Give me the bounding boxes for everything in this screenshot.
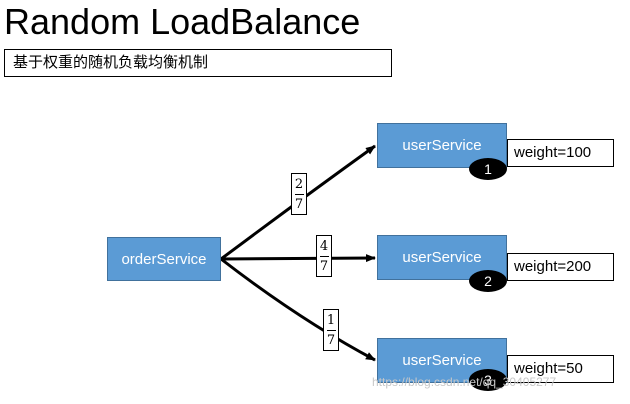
fraction-numerator-1: 2 [294,176,304,192]
fraction-numerator-2: 4 [319,238,329,254]
watermark: https://blog.csdn.net/qq_30405277 [372,375,557,389]
weight-label-1: weight=100 [507,139,614,167]
arrow-to-service-3 [220,257,376,362]
probability-fraction-3: 1 7 [323,309,339,351]
fraction-numerator-3: 1 [326,312,336,328]
fraction-bar-1 [294,193,304,195]
arrow-to-service-2 [220,254,376,263]
probability-fraction-1: 2 7 [291,173,307,215]
probability-fraction-2: 4 7 [316,235,332,277]
weight-label-2: weight=200 [507,253,614,281]
weight-label-3: weight=50 [507,355,614,383]
badge-1: 1 [469,158,507,180]
fraction-denominator-1: 7 [294,196,304,212]
order-service-node: orderService [107,237,221,281]
badge-2: 2 [469,270,507,292]
subtitle-box: 基于权重的随机负载均衡机制 [4,49,392,77]
badge-3: 3 [469,369,507,391]
fraction-bar-3 [326,329,336,331]
fraction-bar-2 [319,255,329,257]
page-title: Random LoadBalance [4,1,361,42]
fraction-denominator-2: 7 [319,258,329,274]
fraction-denominator-3: 7 [326,332,336,348]
